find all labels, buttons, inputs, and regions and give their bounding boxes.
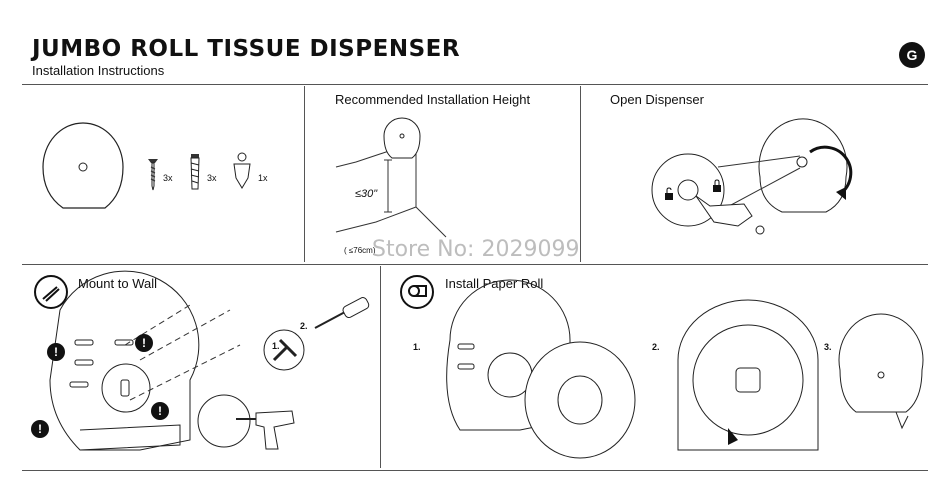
- row-divider: [22, 264, 928, 265]
- drill-icon: [197, 394, 295, 450]
- header-divider: [22, 84, 928, 85]
- column-divider-1: [304, 86, 305, 262]
- install-panel-title: Install Paper Roll: [445, 276, 544, 291]
- warning-icon: !: [31, 420, 49, 438]
- footer-divider: [22, 470, 928, 471]
- page-title: JUMBO ROLL TISSUE DISPENSER: [32, 36, 461, 62]
- install-step-3-illustration: [838, 313, 924, 430]
- screwdriver-icon: [314, 297, 370, 329]
- column-divider-3: [380, 266, 381, 468]
- install-step-1-illustration: [446, 279, 636, 459]
- install-step-2-illustration: [677, 299, 819, 451]
- anchor-quantity: 3x: [207, 173, 217, 183]
- key-quantity: 1x: [258, 173, 268, 183]
- warning-icon: !: [135, 334, 153, 352]
- page-subtitle: Installation Instructions: [32, 63, 165, 78]
- open-panel-title: Open Dispenser: [610, 92, 704, 107]
- mount-dispenser-back-illustration: [49, 270, 200, 451]
- store-watermark: Store No: 2029099: [372, 237, 580, 262]
- lock-icon: [713, 179, 721, 192]
- mount-panel-title: Mount to Wall: [78, 276, 157, 291]
- mount-step-1: 1.: [272, 341, 280, 351]
- warning-icon: !: [151, 402, 169, 420]
- height-cm-label: ( ≤76cm): [344, 246, 376, 255]
- roll-icon: [400, 275, 434, 309]
- height-label: ≤30": [355, 188, 378, 200]
- unlock-icon: [665, 187, 673, 200]
- hammer-icon: [263, 329, 305, 371]
- mount-step-2: 2.: [300, 321, 308, 331]
- anchor-icon: [190, 154, 200, 190]
- warning-icon: !: [47, 343, 65, 361]
- column-divider-2: [580, 86, 581, 262]
- height-panel-title: Recommended Installation Height: [335, 92, 531, 107]
- screw-quantity: 3x: [163, 173, 173, 183]
- install-step-3: 3.: [824, 342, 832, 352]
- installation-height-illustration: [335, 117, 447, 238]
- install-step-1: 1.: [413, 342, 421, 352]
- install-step-2: 2.: [652, 342, 660, 352]
- open-dispenser-illustration: [651, 118, 853, 235]
- dispenser-front-illustration: [42, 122, 124, 209]
- screw-icon: [34, 275, 68, 309]
- screw-icon: [148, 159, 158, 191]
- language-badge: G: [899, 42, 925, 68]
- key-icon: [233, 152, 251, 189]
